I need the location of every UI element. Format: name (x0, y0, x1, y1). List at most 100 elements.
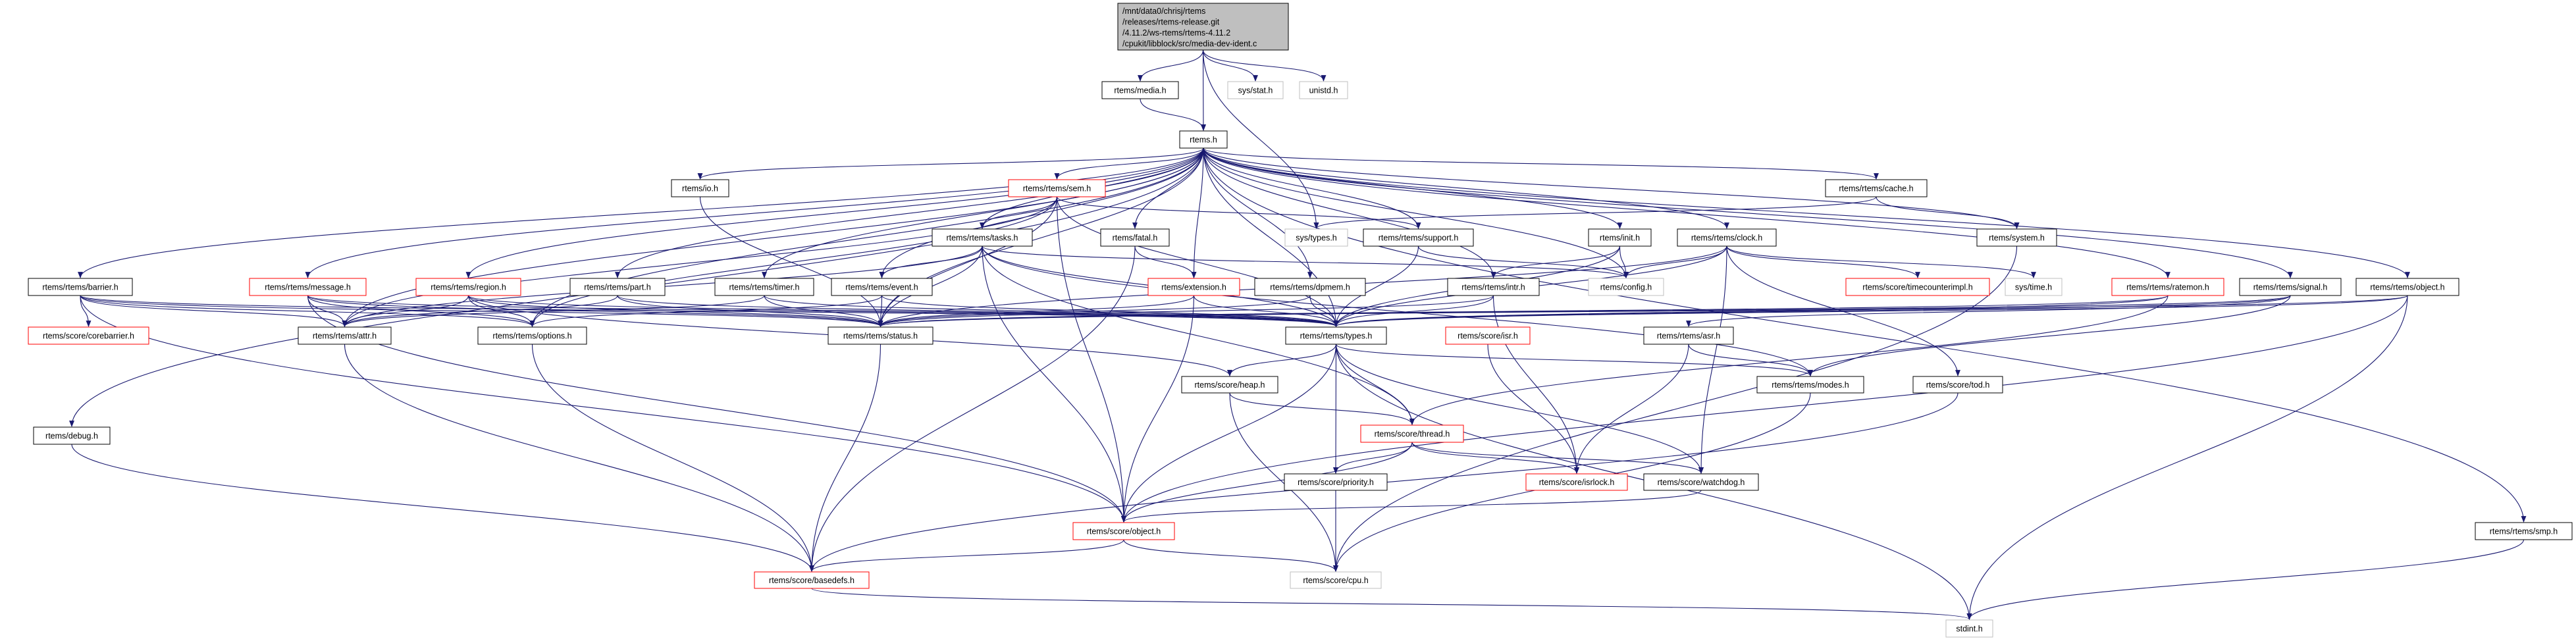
edge-tasks-to-sobject (982, 245, 1126, 523)
node-intr[interactable]: rtems/rtems/intr.h (1447, 278, 1540, 296)
node-label: sys/time.h (2015, 283, 2052, 292)
node-box (1912, 376, 2003, 394)
node-support[interactable]: rtems/rtems/support.h (1363, 228, 1474, 247)
edge-region-to-attr (342, 295, 469, 327)
node-sobject[interactable]: rtems/score/object.h (1072, 522, 1175, 540)
node-status[interactable]: rtems/rtems/status.h (828, 326, 933, 345)
edge-rtemsh-to-extension (1191, 147, 1204, 278)
edge-rtemsh-to-sem (1054, 147, 1204, 180)
node-modes[interactable]: rtems/rtems/modes.h (1756, 376, 1864, 394)
node-types[interactable]: rtems/rtems/types.h (1285, 326, 1387, 345)
node-box (1445, 326, 1531, 345)
node-robject[interactable]: rtems/rtems/object.h (2355, 278, 2459, 296)
node-label: rtems/fatal.h (1113, 234, 1158, 243)
node-corebarrier[interactable]: rtems/score/corebarrier.h (28, 326, 149, 345)
node-region[interactable]: rtems/rtems/region.h (415, 278, 521, 296)
node-dpmem[interactable]: rtems/rtems/dpmem.h (1254, 278, 1366, 296)
node-label: rtems/rtems/dpmem.h (1270, 283, 1350, 292)
node-isrlock[interactable]: rtems/score/isrlock.h (1525, 473, 1628, 491)
edge-root-to-media (1138, 49, 1204, 82)
node-system[interactable]: rtems/system.h (1976, 228, 2057, 247)
edge-region-to-status (467, 295, 883, 327)
node-priority[interactable]: rtems/score/priority.h (1284, 473, 1388, 491)
node-systypes: sys/types.h (1284, 228, 1348, 247)
node-label-line: /cpukit/libblock/src/media-dev-ident.c (1122, 39, 1257, 49)
edge-root-to-stat (1202, 49, 1258, 82)
node-root[interactable]: /mnt/data0/chrisj/rtems/releases/rtems-r… (1117, 3, 1289, 51)
edge-sem-to-sobject (1056, 196, 1126, 523)
node-options[interactable]: rtems/rtems/options.h (477, 326, 587, 345)
node-debug[interactable]: rtems/debug.h (33, 426, 111, 445)
edge-thread-to-sobject (1121, 442, 1413, 523)
edge-part-to-types (617, 295, 1339, 327)
edge-rtemsh-to-io (697, 147, 1204, 180)
edge-rtemsh-to-types (1203, 147, 1339, 327)
node-label: rtems/rtems/support.h (1379, 234, 1459, 243)
node-sem[interactable]: rtems/rtems/sem.h (1008, 179, 1106, 197)
node-timer[interactable]: rtems/rtems/timer.h (714, 278, 814, 296)
node-box (1008, 179, 1106, 197)
node-extension[interactable]: rtems/extension.h (1147, 278, 1240, 296)
edge-ratemon-to-thread (1409, 295, 2169, 425)
edge-tasks-to-thread (982, 245, 1415, 425)
node-barrier[interactable]: rtems/rtems/barrier.h (28, 278, 133, 296)
edge-isr-to-isrlock (1487, 344, 1579, 474)
node-box (1825, 179, 1928, 197)
node-fatal[interactable]: rtems/fatal.h (1100, 228, 1170, 247)
node-box (671, 179, 729, 197)
node-stat: sys/stat.h (1227, 81, 1284, 99)
edge-basedefs-to-stdint (811, 588, 1972, 620)
node-box (569, 278, 666, 296)
node-label: rtems/score/isrlock.h (1539, 478, 1615, 487)
node-watchdog[interactable]: rtems/score/watchdog.h (1643, 473, 1759, 491)
node-label: rtems/rtems/attr.h (313, 332, 377, 341)
node-part[interactable]: rtems/rtems/part.h (569, 278, 666, 296)
node-box (2355, 278, 2459, 296)
node-heap[interactable]: rtems/score/heap.h (1181, 376, 1278, 394)
node-attr[interactable]: rtems/rtems/attr.h (298, 326, 392, 345)
node-cache[interactable]: rtems/rtems/cache.h (1825, 179, 1928, 197)
edge-thread-to-priority (1333, 442, 1413, 474)
node-io[interactable]: rtems/io.h (671, 179, 729, 197)
node-label: rtems/score/tod.h (1926, 380, 1990, 390)
edge-rtemsh-to-support (1203, 147, 1421, 229)
node-label: rtems.h (1190, 136, 1217, 145)
node-label: rtems/rtems/clock.h (1691, 234, 1762, 243)
node-tod[interactable]: rtems/score/tod.h (1912, 376, 2003, 394)
node-label: rtems/rtems/part.h (584, 283, 650, 292)
edge-robject-to-types (1334, 295, 2408, 327)
node-rtemsh[interactable]: rtems.h (1179, 130, 1228, 149)
node-label: rtems/init.h (1600, 234, 1640, 243)
node-isr[interactable]: rtems/score/isr.h (1445, 326, 1531, 345)
node-tasks[interactable]: rtems/rtems/tasks.h (932, 228, 1033, 247)
edge-rtemsh-to-clock (1203, 147, 1729, 229)
node-event[interactable]: rtems/rtems/event.h (831, 278, 933, 296)
edge-rtemsh-to-robject (1203, 147, 2410, 278)
node-smp[interactable]: rtems/rtems/smp.h (2475, 522, 2573, 540)
node-box (1072, 522, 1175, 540)
node-config: rtems/config.h (1588, 278, 1664, 296)
node-message[interactable]: rtems/rtems/message.h (249, 278, 367, 296)
node-timecounter[interactable]: rtems/score/timecounterimpl.h (1845, 278, 1990, 296)
edge-intr-to-status (878, 295, 1494, 327)
node-thread[interactable]: rtems/score/thread.h (1360, 424, 1464, 443)
node-basedefs[interactable]: rtems/score/basedefs.h (754, 571, 870, 589)
edge-system-to-cpu (1333, 245, 2018, 572)
node-signal[interactable]: rtems/rtems/signal.h (2239, 278, 2342, 296)
node-label: rtems/rtems/status.h (843, 332, 918, 341)
edge-timer-to-attr (342, 295, 765, 327)
node-clock[interactable]: rtems/rtems/clock.h (1677, 228, 1777, 247)
node-box (1284, 228, 1348, 247)
node-label: rtems/io.h (682, 184, 718, 193)
node-init[interactable]: rtems/init.h (1588, 228, 1652, 247)
edge-signal-to-types (1333, 295, 2291, 327)
node-label: rtems/rtems/ratemon.h (2126, 283, 2209, 292)
node-label-line: /4.11.2/ws-rtems/rtems-4.11.2 (1122, 28, 1230, 38)
edge-options-to-basedefs (531, 344, 814, 572)
node-media[interactable]: rtems/media.h (1101, 81, 1179, 99)
node-ratemon[interactable]: rtems/rtems/ratemon.h (2111, 278, 2224, 296)
node-box (828, 326, 933, 345)
node-box (477, 326, 587, 345)
node-asr[interactable]: rtems/rtems/asr.h (1643, 326, 1734, 345)
